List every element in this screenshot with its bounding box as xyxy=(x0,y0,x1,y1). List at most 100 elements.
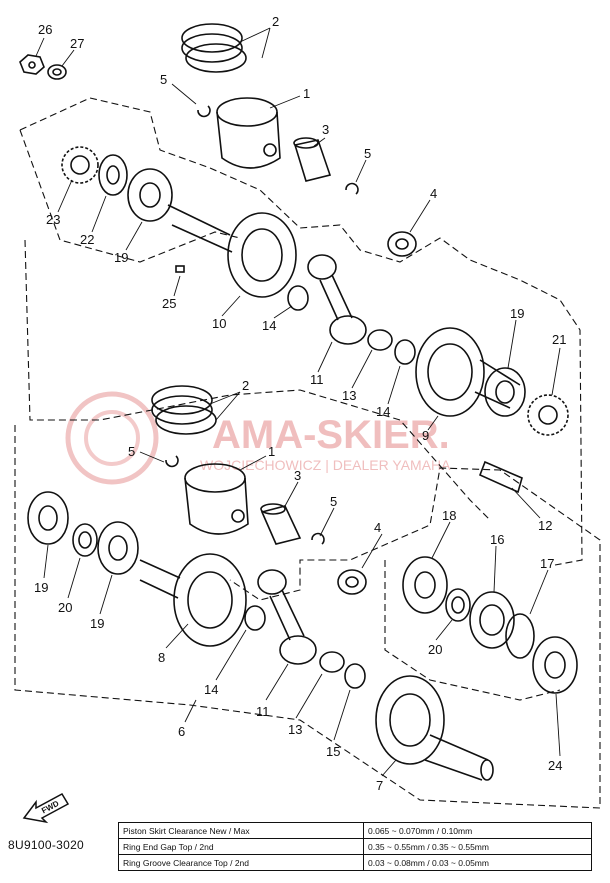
callout-21: 21 xyxy=(552,332,566,347)
gear-23 xyxy=(61,146,99,184)
bearing-19-upper-right xyxy=(484,367,526,417)
piston-rings-upper xyxy=(181,23,247,73)
callout-19-upper-left: 19 xyxy=(114,250,128,265)
clip-lower-a xyxy=(165,455,179,468)
spec-row: Ring End Gap Top / 2nd 0.35 ~ 0.55mm / 0… xyxy=(118,838,592,855)
callout-6: 6 xyxy=(178,724,185,739)
callout-20-lower-left: 20 xyxy=(58,600,72,615)
fwd-arrow-icon: FWD xyxy=(22,793,70,824)
bearing-13-lower xyxy=(319,651,345,673)
leader-lines xyxy=(35,27,561,777)
clip-upper-b xyxy=(345,182,359,195)
spec-value: 0.03 ~ 0.08mm / 0.03 ~ 0.05mm xyxy=(363,854,592,871)
spec-row: Ring Groove Clearance Top / 2nd 0.03 ~ 0… xyxy=(118,854,592,871)
oil-seal-22 xyxy=(98,154,128,196)
clip-lower-b xyxy=(311,532,325,545)
spec-label: Piston Skirt Clearance New / Max xyxy=(118,822,364,839)
callout-5-lower-a: 5 xyxy=(128,444,135,459)
callout-14-upper-b: 14 xyxy=(376,404,390,419)
callout-11-lower: 11 xyxy=(256,704,270,719)
callout-23: 23 xyxy=(46,212,60,227)
callout-19-upper-right: 19 xyxy=(510,306,524,321)
callout-11-upper: 11 xyxy=(310,372,324,387)
callout-2-lower: 2 xyxy=(242,378,249,393)
callout-5-lower-b: 5 xyxy=(330,494,337,509)
callout-27: 27 xyxy=(70,36,84,51)
lower-crank-boundary xyxy=(14,425,601,809)
piston-lower xyxy=(184,463,249,535)
callout-4-lower: 4 xyxy=(374,520,381,535)
callout-14-lower: 14 xyxy=(204,682,218,697)
connecting-rod-11-lower xyxy=(257,569,317,665)
spec-label: Ring Groove Clearance Top / 2nd xyxy=(118,854,364,871)
key-25 xyxy=(175,265,185,273)
callout-25: 25 xyxy=(162,296,176,311)
washer-27 xyxy=(47,64,67,80)
bearing-19-lower-b xyxy=(97,521,139,575)
watermark-name: AMA-SKIER. xyxy=(212,413,450,457)
callout-4-upper: 4 xyxy=(430,186,437,201)
gear-21 xyxy=(527,394,569,436)
callout-17: 17 xyxy=(540,556,554,571)
spec-table: Piston Skirt Clearance New / Max 0.065 ~… xyxy=(118,822,592,871)
callout-8: 8 xyxy=(158,650,165,665)
callout-5-upper-a: 5 xyxy=(160,72,167,87)
pin-12 xyxy=(478,460,523,494)
piston-rings-lower xyxy=(151,385,217,435)
spec-label: Ring End Gap Top / 2nd xyxy=(118,838,364,855)
crank-8 xyxy=(139,553,247,647)
callout-5-upper-b: 5 xyxy=(364,146,371,161)
bearing-19-lower-a xyxy=(27,491,69,545)
spec-row: Piston Skirt Clearance New / Max 0.065 ~… xyxy=(118,822,592,839)
callout-15: 15 xyxy=(326,744,340,759)
upper-crank-boundary xyxy=(19,97,583,566)
seal-17 xyxy=(505,613,535,659)
callout-18: 18 xyxy=(442,508,456,523)
callout-7: 7 xyxy=(376,778,383,793)
watermark-subtitle: WOJCIECHOWICZ | DEALER YAMAHA xyxy=(200,457,451,473)
bearing-19-upper-left xyxy=(127,168,173,222)
crank-10 xyxy=(167,204,297,298)
piston-pin-lower xyxy=(260,503,302,545)
crank-9 xyxy=(415,327,521,417)
clip-upper-a xyxy=(197,105,211,118)
spec-value: 0.35 ~ 0.55mm / 0.35 ~ 0.55mm xyxy=(363,838,592,855)
callout-14-upper-a: 14 xyxy=(262,318,276,333)
callout-3-upper: 3 xyxy=(322,122,329,137)
oil-seal-24 xyxy=(532,636,578,694)
callout-1-lower: 1 xyxy=(268,444,275,459)
piston-upper xyxy=(216,97,281,169)
callout-26: 26 xyxy=(38,22,52,37)
callout-19-lower-a: 19 xyxy=(34,580,48,595)
callout-10: 10 xyxy=(212,316,226,331)
washer-14-upper-a xyxy=(287,285,309,311)
crank-7 xyxy=(375,675,494,781)
callout-12: 12 xyxy=(538,518,552,533)
callout-2-upper: 2 xyxy=(272,14,279,29)
callout-3-lower: 3 xyxy=(294,468,301,483)
washer-14-upper-b xyxy=(394,339,416,365)
spec-value: 0.065 ~ 0.070mm / 0.10mm xyxy=(363,822,592,839)
callout-16: 16 xyxy=(490,532,504,547)
watermark-logo xyxy=(65,391,159,485)
dealer-watermark: AMA-SKIER. WOJCIECHOWICZ | DEALER YAMAHA xyxy=(65,391,451,485)
bearing-18 xyxy=(402,556,448,614)
spacer-20-lower-right xyxy=(445,588,471,622)
upper-inner-boundary xyxy=(24,239,491,521)
callout-13-upper: 13 xyxy=(342,388,356,403)
callout-22: 22 xyxy=(80,232,94,247)
lower-right-boundary xyxy=(384,560,561,701)
callout-13-lower: 13 xyxy=(288,722,302,737)
callout-numbers: 26 27 2 5 1 3 5 4 23 22 19 25 10 14 11 1… xyxy=(34,14,566,793)
washer-15 xyxy=(344,663,366,689)
connecting-rod-11-upper xyxy=(307,254,367,345)
washer-14-lower xyxy=(244,605,266,631)
callout-24: 24 xyxy=(548,758,562,773)
piston-pin-upper xyxy=(293,137,332,182)
needle-bearing-4-lower xyxy=(337,569,367,595)
part-code: 8U9100-3020 xyxy=(8,838,85,852)
spacer-20-lower-left xyxy=(72,523,98,557)
callout-1-upper: 1 xyxy=(303,86,310,101)
callout-9: 9 xyxy=(422,428,429,443)
